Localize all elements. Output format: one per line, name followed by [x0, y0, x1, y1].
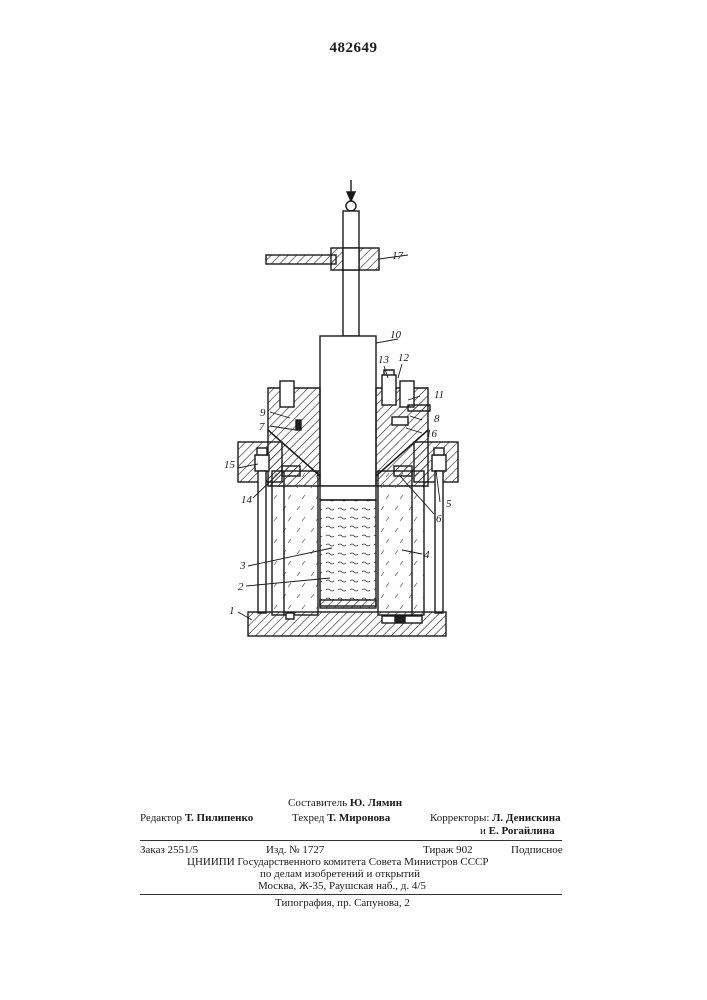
label-7: 7 — [259, 421, 265, 433]
label-2: 2 — [238, 581, 244, 593]
label-5: 5 — [446, 498, 452, 510]
label-13: 13 — [378, 354, 390, 366]
label-9: 9 — [260, 407, 266, 419]
label-6: 6 — [436, 513, 442, 525]
label-17: 17 — [392, 250, 404, 262]
label-3: 3 — [239, 560, 246, 572]
label-8: 8 — [434, 413, 440, 425]
label-15: 15 — [224, 459, 236, 471]
label-12: 12 — [398, 352, 410, 364]
label-10: 10 — [390, 329, 402, 341]
label-16: 16 — [426, 428, 438, 440]
label-4: 4 — [424, 549, 430, 561]
label-14: 14 — [241, 494, 253, 506]
label-1: 1 — [229, 605, 235, 617]
label-11: 11 — [434, 389, 444, 401]
drawing-linework — [238, 180, 458, 636]
